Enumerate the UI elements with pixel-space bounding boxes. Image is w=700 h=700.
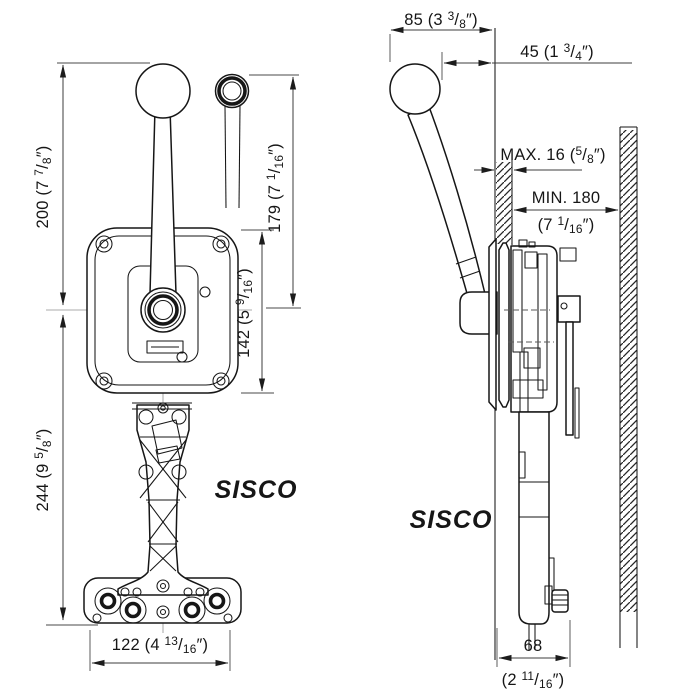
dim-label-lever-height: 200 (7 7/8″) (32, 146, 54, 229)
dim-label-body-depth-in: (2 11/16″) (502, 669, 565, 691)
dim-label-handle-reach: 85 (3 3/8″) (404, 9, 478, 31)
dim-label-handle-offset: 45 (1 3/4″) (520, 41, 594, 63)
dimension-45: 45 (1 3/4″) (441, 41, 632, 80)
dimension-142: 142 (5 9/16″) (233, 229, 274, 394)
dim-label-plate-width: 122 (4 13/16″) (112, 634, 209, 656)
dim-label-rear-clearance-in: (7 1/16″) (538, 214, 595, 236)
mechanism-housing (510, 245, 558, 413)
dimension-min180: MIN. 180 (7 1/16″) (513, 189, 619, 236)
dimension-85: 85 (3 3/8″) (389, 9, 493, 62)
lever-shaft (149, 107, 177, 295)
hub (140, 287, 186, 333)
ball-knob (135, 63, 191, 119)
lower-body (518, 411, 550, 625)
dimension-122: 122 (4 13/16″) (89, 630, 231, 671)
lower-body-details (518, 451, 555, 650)
pedestal-structure (132, 402, 192, 572)
rear-linkage (557, 295, 581, 439)
front-bezel (488, 238, 497, 411)
lever-boot-line (459, 270, 481, 279)
brand-logo-side: SISCO (410, 506, 493, 534)
dim-label-below-mount: 244 (9 5/8″) (32, 429, 54, 512)
side-lever-shaft (407, 103, 487, 305)
dim-label-body-depth-mm: 68 (524, 637, 543, 655)
rear-wall (619, 126, 638, 648)
front-view (46, 63, 252, 633)
base-mounting-holes (92, 579, 233, 624)
dim-label-panel-thickness: MAX. 16 (5/8″) (500, 144, 605, 166)
knob-top-detail (214, 73, 250, 209)
plate-hole-upper (199, 286, 211, 298)
dimension-200: 200 (7 7/8″) (32, 62, 150, 306)
plate-hole-lower (176, 351, 188, 363)
side-view (389, 28, 638, 660)
side-ball-knob (389, 63, 441, 115)
dim-label-handle-height: 179 (7 1/16″) (264, 143, 286, 233)
dimension-244: 244 (9 5/8″) (32, 314, 98, 626)
dimension-68: 68 (2 11/16″) (496, 620, 571, 691)
brand-plate (146, 340, 184, 354)
dim-label-plate-height: 142 (5 9/16″) (233, 268, 255, 358)
dimension-max16: MAX. 16 (5/8″) (474, 144, 605, 174)
dim-label-rear-clearance-mm: MIN. 180 (532, 189, 601, 207)
dimension-179: 179 (7 1/16″) (249, 74, 301, 309)
mounting-flange (498, 242, 510, 408)
cable-connector (551, 589, 569, 613)
plate-screws (95, 235, 230, 390)
brand-logo-front: SISCO (215, 476, 298, 504)
lever-hub-arm (459, 291, 498, 335)
lever-boot-line (455, 256, 477, 265)
